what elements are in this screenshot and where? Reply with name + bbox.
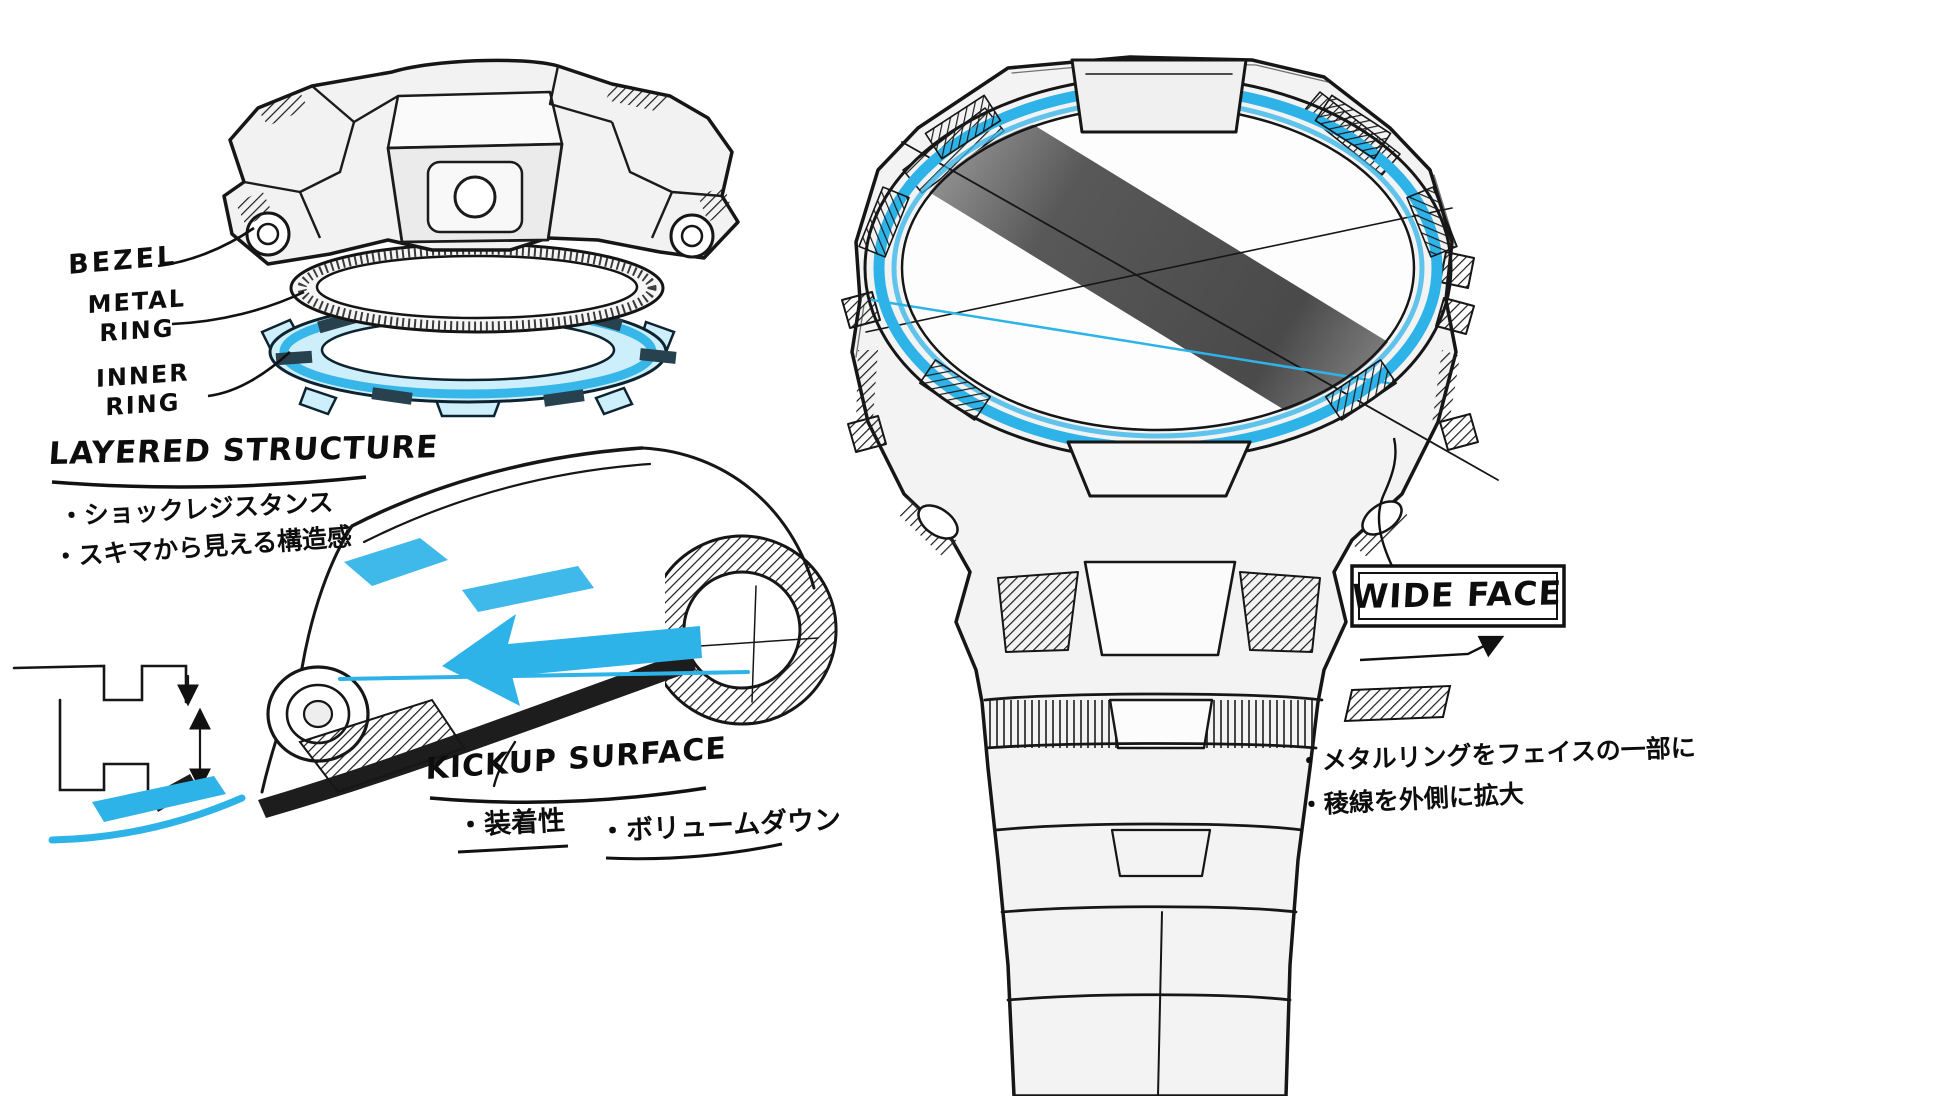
callout-lines [51,226,783,861]
wide-face-title: WIDE FACE [1350,573,1564,617]
hour-marker-wedges [858,94,1458,421]
metal-ring-sketch [289,242,665,334]
bezel-sketch [222,58,740,266]
cross-section-sketch [12,664,246,844]
side-view-sketch [258,446,838,818]
dial-gradient-band [900,104,1416,432]
layered-structure-title: LAYERED STRUCTURE [47,429,440,473]
metal-ring-label: METAL RING [87,284,187,348]
front-view-sketch [841,55,1499,1096]
wide-face-callout-sketch [1343,437,1566,723]
inner-ring-label: INNER RING [95,358,190,422]
kickup-surface-bullet-1: ・装着性 [456,805,566,842]
